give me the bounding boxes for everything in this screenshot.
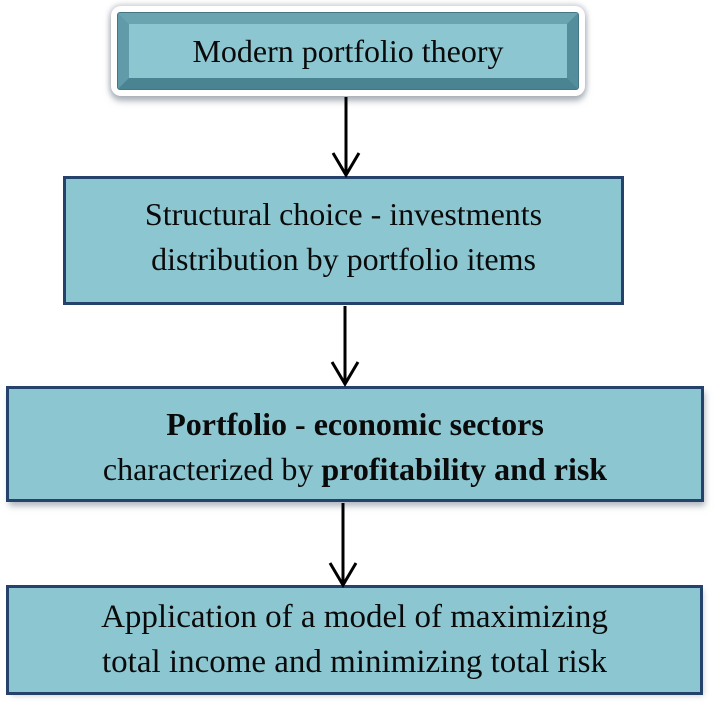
node-label: Modern portfolio theory — [192, 32, 504, 69]
node-line-1: Structural choice - investments — [144, 195, 543, 232]
arrow-down-1 — [331, 97, 361, 178]
node-line-2: total income and minimizing total risk — [102, 644, 607, 680]
node-line-2-bold: profitability and risk — [321, 451, 608, 487]
node-structural-choice: Structural choice - investments distribu… — [63, 176, 624, 305]
node-line-1: Application of a model of maximizing — [101, 599, 608, 635]
arrow-down-3 — [328, 503, 358, 588]
arrow-down-2 — [330, 306, 360, 387]
node-modern-portfolio-theory: Modern portfolio theory — [111, 6, 585, 96]
node-modern-portfolio-theory-panel: Modern portfolio theory — [118, 13, 578, 89]
node-application-of-model: Application of a model of maximizing tot… — [6, 585, 703, 695]
node-line-2: distribution by portfolio items — [151, 240, 536, 277]
node-line-2: characterized by profitability and risk — [103, 447, 607, 492]
node-line-2-regular: characterized by — [102, 451, 322, 487]
node-line-1: Portfolio - economic sectors — [166, 406, 544, 442]
node-portfolio-economic-sectors: Portfolio - economic sectors characteriz… — [6, 386, 704, 502]
